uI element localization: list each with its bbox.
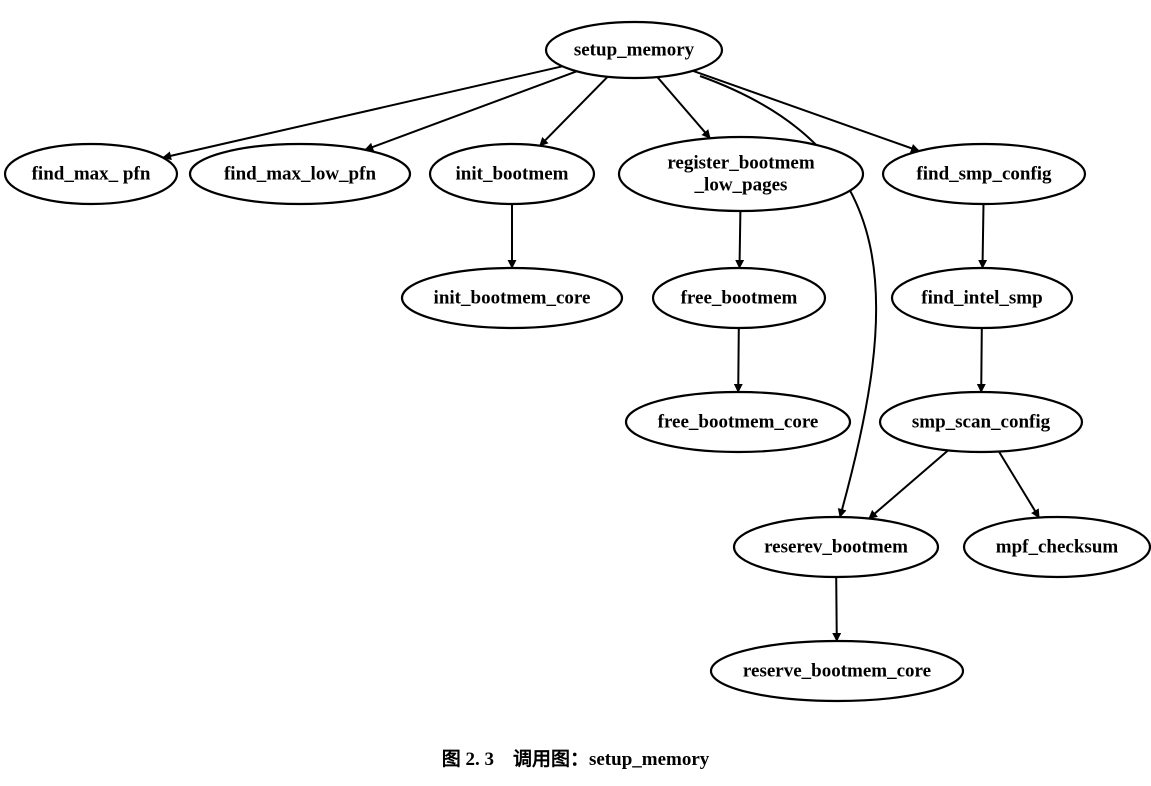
edge-find_smp_config-to-find_intel_smp (978, 203, 988, 269)
node-label: find_smp_config (916, 164, 1052, 185)
node-ellipse (651, 266, 827, 330)
node-label: reserev_bootmem (764, 537, 908, 558)
node-ellipse (732, 515, 940, 579)
edge-setup_memory-to-init_bootmem (539, 75, 609, 147)
node-register_bootmem_low_pages: register_bootmem_low_pages (617, 135, 865, 213)
node-ellipse (544, 20, 724, 80)
node-ellipse (188, 142, 412, 206)
node-smp_scan_config: smp_scan_config (878, 390, 1084, 454)
node-ellipse (878, 390, 1084, 454)
edge-setup_memory-to-register_bootmem_low_pages (656, 76, 711, 139)
node-label: reserve_bootmem_core (743, 661, 931, 682)
node-label: mpf_checksum (996, 537, 1119, 558)
edge-setup_memory-to-find_smp_config (692, 69, 920, 153)
node-init_bootmem_core: init_bootmem_core (400, 266, 624, 330)
node-reserve_bootmem_core: reserve_bootmem_core (709, 639, 965, 703)
edge-register_bootmem_low_pages-to-free_bootmem (735, 210, 745, 269)
edge-smp_scan_config-to-reserev_bootmem (868, 449, 949, 520)
node-setup_memory: setup_memory (544, 20, 724, 80)
node-label: find_max_low_pfn (224, 164, 376, 185)
node-find_intel_smp: find_intel_smp (890, 266, 1074, 330)
node-find_max_low_pfn: find_max_low_pfn (188, 142, 412, 206)
figure-number: 图 2. 3 (441, 749, 494, 770)
node-label: find_max_ pfn (32, 164, 151, 185)
edge-reserev_bootmem-to-reserve_bootmem_core (832, 576, 842, 642)
node-find_max_pfn: find_max_ pfn (3, 142, 179, 206)
node-label: init_bootmem_core (434, 288, 591, 309)
node-label: setup_memory (574, 40, 695, 61)
node-ellipse (624, 390, 852, 454)
node-find_smp_config: find_smp_config (881, 142, 1087, 206)
node-label: find_intel_smp (921, 288, 1042, 309)
node-label: smp_scan_config (912, 412, 1051, 433)
node-ellipse (890, 266, 1074, 330)
node-free_bootmem_core: free_bootmem_core (624, 390, 852, 454)
node-ellipse (881, 142, 1087, 206)
edges-layer (162, 65, 1040, 642)
figure-caption-text: 调用图：setup_memory (512, 749, 710, 770)
node-label: init_bootmem (456, 164, 569, 185)
node-ellipse (709, 639, 965, 703)
node-init_bootmem: init_bootmem (428, 142, 596, 206)
node-label: free_bootmem_core (658, 412, 819, 433)
node-mpf_checksum: mpf_checksum (962, 515, 1151, 579)
edge-free_bootmem-to-free_bootmem_core (733, 327, 743, 393)
edge-setup_memory-to-reserev_bootmem (699, 75, 878, 518)
edge-find_intel_smp-to-smp_scan_config (976, 327, 986, 393)
node-ellipse (617, 135, 865, 213)
node-label: register_bootmem (667, 153, 815, 174)
nodes-layer: setup_memory find_max_ pfn find_max_low_pf… (3, 20, 1151, 703)
edge-setup_memory-to-find_max_pfn (162, 65, 563, 161)
node-label: _low_pages (694, 175, 788, 196)
edge-setup_memory-to-find_max_low_pfn (364, 70, 578, 152)
node-ellipse (962, 515, 1151, 579)
node-label: free_bootmem (681, 288, 798, 309)
node-reserev_bootmem: reserev_bootmem (732, 515, 940, 579)
figure-caption: 图 2. 3 调用图：setup_memory (0, 744, 1151, 771)
node-free_bootmem: free_bootmem (651, 266, 827, 330)
call-graph-diagram: setup_memory find_max_ pfn find_max_low_pf… (3, 20, 1151, 703)
node-ellipse (3, 142, 179, 206)
node-ellipse (428, 142, 596, 206)
edge-smp_scan_config-to-mpf_checksum (998, 450, 1040, 519)
node-ellipse (400, 266, 624, 330)
